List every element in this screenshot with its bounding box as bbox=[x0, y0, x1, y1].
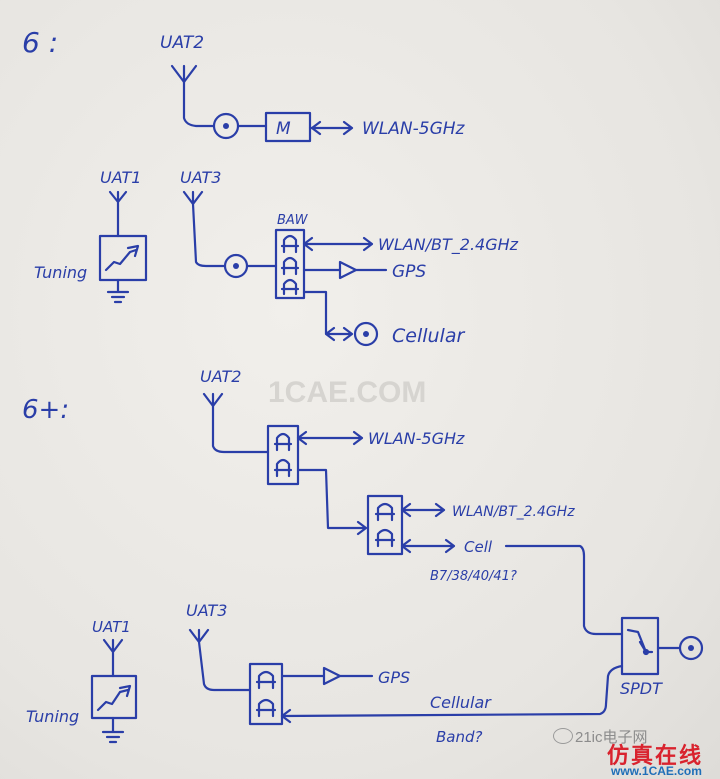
antenna-icon bbox=[108, 190, 128, 238]
connector-icon bbox=[353, 321, 379, 347]
section-6-label: 6 : bbox=[22, 26, 58, 59]
spdt-label: SPDT bbox=[620, 679, 663, 698]
diplexer-block bbox=[248, 662, 284, 726]
wechat-icon bbox=[553, 728, 573, 744]
bidirectional-arrow-icon bbox=[296, 430, 364, 446]
cellular-route-line bbox=[280, 664, 624, 724]
antenna-icon bbox=[102, 638, 124, 678]
brand-url: www.1CAE.com bbox=[611, 764, 702, 778]
connector-icon bbox=[223, 253, 249, 279]
antenna-label-uat1: UAT1 bbox=[100, 168, 141, 187]
bidirectional-arrow-icon bbox=[400, 502, 446, 518]
antenna-label-uat2: UAT2 bbox=[200, 367, 241, 386]
bidirectional-arrow-icon bbox=[302, 290, 354, 342]
arrow-line bbox=[296, 468, 368, 536]
uat3-feed-line bbox=[188, 628, 252, 692]
uat2-feed-line bbox=[182, 80, 215, 128]
section-6plus-label: 6+: bbox=[22, 395, 69, 425]
wlan-bt-label: WLAN/BT_2.4GHz bbox=[378, 235, 519, 255]
antenna-label-uat3: UAT3 bbox=[180, 168, 221, 187]
tuner-block bbox=[98, 234, 148, 282]
wlan-5g-label: WLAN-5GHz bbox=[368, 429, 465, 448]
ground-icon bbox=[101, 716, 125, 744]
mux-block: M bbox=[264, 111, 312, 143]
mux-label: M bbox=[276, 119, 291, 139]
gps-label: GPS bbox=[378, 668, 410, 687]
tuning-label: Tuning bbox=[34, 263, 87, 282]
baw-label: BAW bbox=[277, 213, 309, 228]
tuner-block bbox=[90, 674, 138, 720]
baw-filter-block bbox=[274, 228, 306, 300]
cellular-label: Cellular bbox=[430, 693, 492, 712]
connector-icon bbox=[212, 112, 240, 140]
cellular-label: Cellular bbox=[392, 325, 465, 347]
lna-amplifier-icon bbox=[280, 666, 374, 686]
bidirectional-arrow-icon bbox=[400, 538, 456, 554]
ground-icon bbox=[106, 278, 130, 304]
antenna-label-uat3: UAT3 bbox=[186, 601, 227, 620]
lna-amplifier-icon bbox=[302, 260, 388, 280]
watermark-branding: 21ic电子网 仿真在线 www.1CAE.com bbox=[545, 718, 720, 779]
band-question-label: Band? bbox=[436, 728, 483, 746]
connector-icon bbox=[678, 635, 704, 661]
uat3-feed-line bbox=[182, 190, 226, 268]
antenna-label-uat2: UAT2 bbox=[160, 33, 204, 53]
antenna-icon bbox=[170, 64, 198, 84]
wlan-5g-label: WLAN-5GHz bbox=[362, 119, 466, 139]
cell-label: Cell bbox=[464, 538, 493, 556]
tuning-label: Tuning bbox=[26, 707, 79, 726]
brand-cn: 仿真在线 bbox=[607, 743, 704, 768]
wlan-bt-label: WLAN/BT_2.4GHz bbox=[452, 504, 575, 520]
diplexer-block bbox=[266, 424, 300, 486]
cell-route-line bbox=[504, 544, 624, 636]
antenna-label-uat1: UAT1 bbox=[92, 618, 131, 636]
watermark: 1CAE.COM bbox=[268, 376, 426, 409]
gps-label: GPS bbox=[392, 262, 426, 282]
uat2-feed-line bbox=[202, 392, 270, 454]
spdt-switch bbox=[620, 616, 660, 676]
site-name: 21ic电子网 bbox=[575, 729, 648, 746]
diplexer-block bbox=[366, 494, 404, 556]
bidirectional-arrow-icon bbox=[302, 236, 374, 252]
bidirectional-arrow-icon bbox=[308, 120, 354, 136]
bands-label: B7/38/40/41? bbox=[430, 569, 517, 584]
